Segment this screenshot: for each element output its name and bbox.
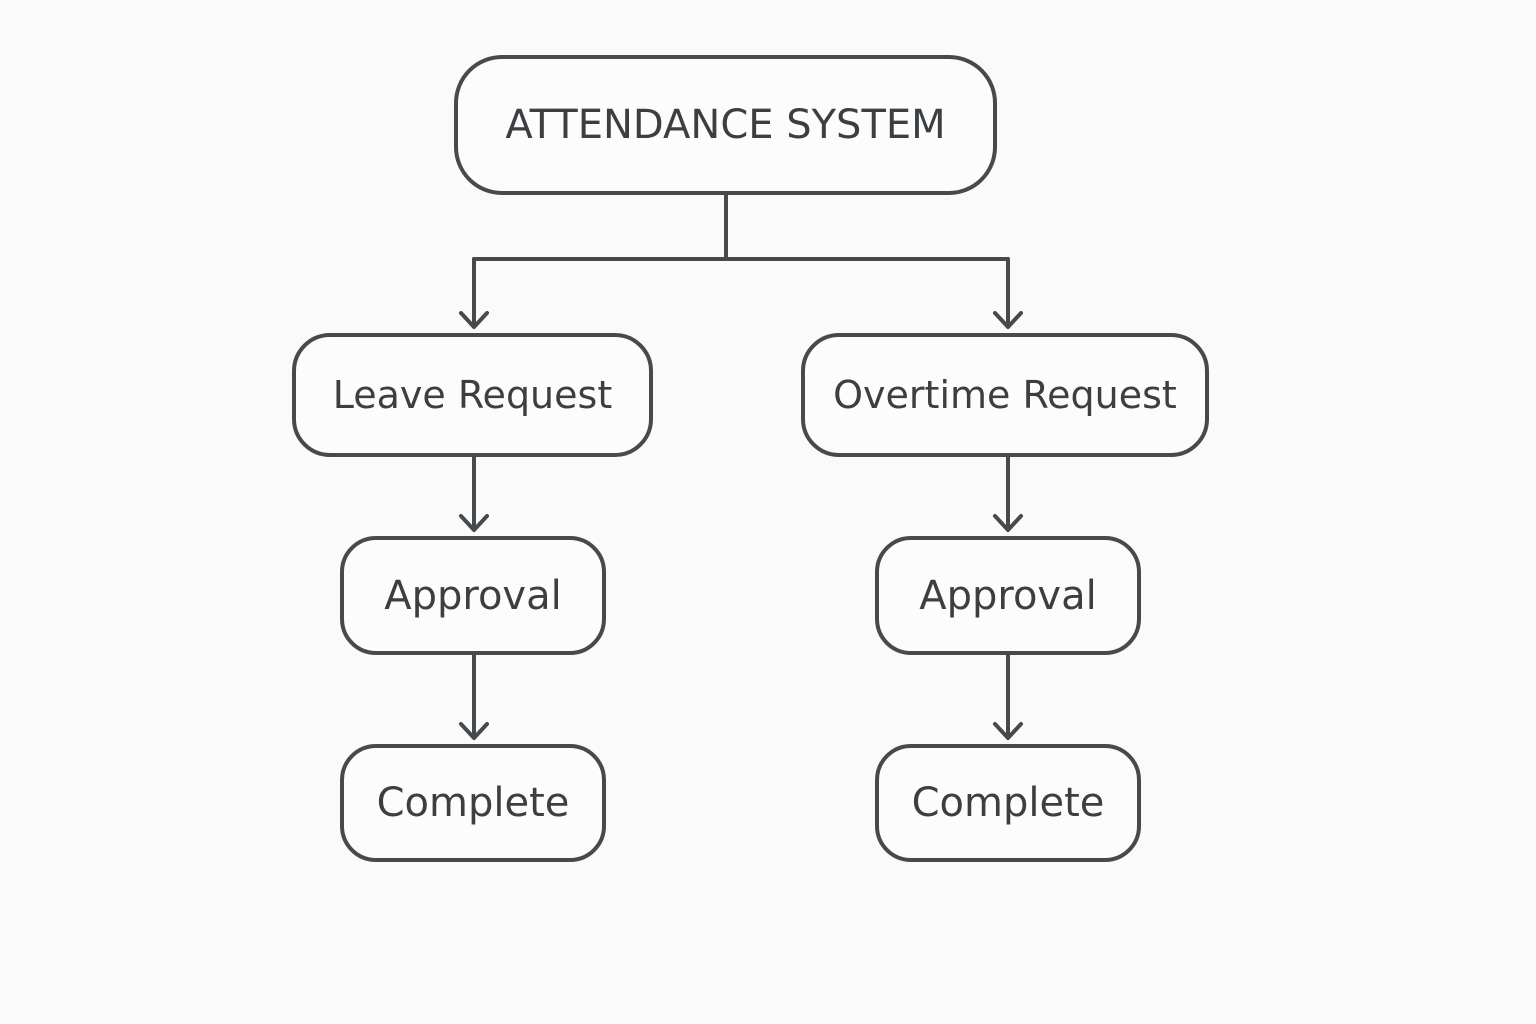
arrowhead-right-approval: [993, 514, 1023, 532]
attendance-system-label: ATTENDANCE SYSTEM: [505, 102, 946, 148]
arrowhead-overtime-request: [993, 311, 1023, 329]
arrowhead-leave-request: [459, 311, 489, 329]
overtime-request-label: Overtime Request: [833, 373, 1177, 417]
leave-request-label: Leave Request: [332, 373, 613, 417]
leave-approval-label: Approval: [384, 572, 562, 619]
leave-approval-node: Approval: [340, 536, 606, 655]
attendance-system-node: ATTENDANCE SYSTEM: [454, 55, 997, 195]
leave-request-node: Leave Request: [292, 333, 653, 457]
arrowhead-left-complete: [459, 722, 489, 740]
leave-complete-node: Complete: [340, 744, 606, 862]
overtime-complete-label: Complete: [911, 780, 1105, 826]
overtime-request-node: Overtime Request: [801, 333, 1209, 457]
arrowhead-left-approval: [459, 514, 489, 532]
overtime-complete-node: Complete: [875, 744, 1141, 862]
leave-complete-label: Complete: [376, 780, 570, 826]
arrowhead-right-complete: [993, 722, 1023, 740]
overtime-approval-label: Approval: [919, 572, 1097, 619]
overtime-approval-node: Approval: [875, 536, 1141, 655]
